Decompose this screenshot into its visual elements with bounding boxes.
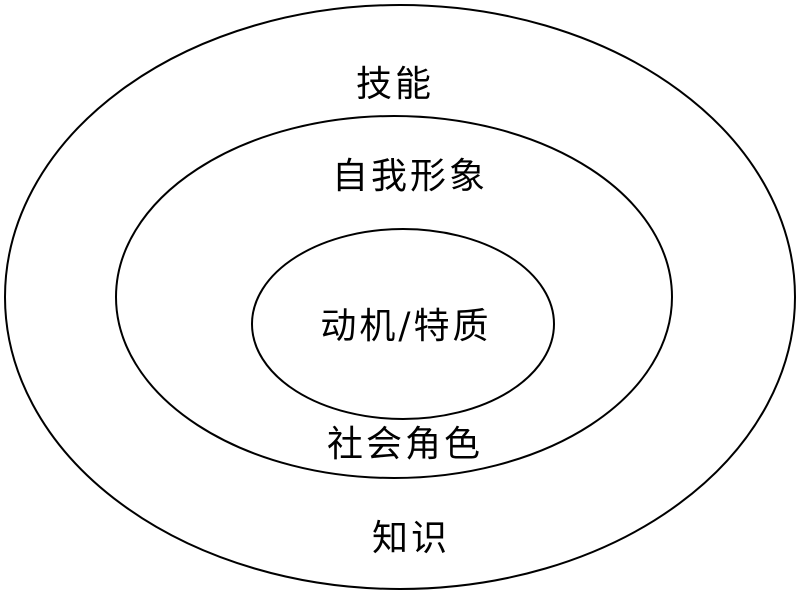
label-skills: 技能 bbox=[355, 64, 435, 105]
outer-ellipse bbox=[4, 4, 796, 590]
inner-ellipse bbox=[251, 228, 555, 420]
label-knowledge: 知识 bbox=[371, 518, 451, 559]
label-social-role: 社会角色 bbox=[326, 424, 484, 465]
label-motivation-traits: 动机/特质 bbox=[320, 306, 492, 347]
middle-ellipse bbox=[115, 115, 673, 479]
label-self-image: 自我形象 bbox=[331, 156, 489, 197]
